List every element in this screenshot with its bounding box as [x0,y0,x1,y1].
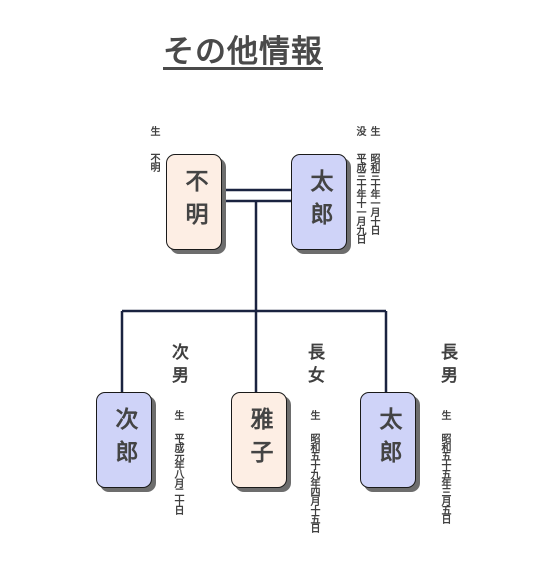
person-box-child1[interactable]: 太郎 [360,392,416,488]
person-box-child3[interactable]: 次郎 [96,392,152,488]
father-birth-date: 昭和三十年一月十日 [368,153,379,234]
child3-prefix: 次 [111,407,137,440]
child3-relation: 次男 [168,343,188,389]
child3-name: 郎 [111,440,137,473]
child2-birth-date: 昭和五十九年四月十五日 [308,433,319,532]
mother-birth-label: 生 [148,126,159,135]
father-death-date: 平成三十年十一月九日 [354,153,365,243]
mother-birth-date: 不明 [148,153,159,171]
father-birth-label: 生 [368,126,379,135]
child2-relation: 長女 [304,343,324,389]
father-death-label: 没 [354,126,365,135]
child2-birth-label: 生 [308,410,319,419]
child1-relation: 長男 [437,343,457,389]
child3-birth-label: 生 [172,410,183,419]
child1-birth-label: 生 [439,410,450,419]
child1-birth-date: 昭和五十五年三月五日 [439,433,450,523]
person-box-father[interactable]: 太郎 [291,154,347,250]
page-title: その他情報 [163,34,323,70]
person-box-child2[interactable]: 雅子 [231,392,287,488]
child3-birth-date: 平成元年八月二十日 [172,433,183,514]
person-box-mother[interactable]: 不明 [166,154,222,250]
